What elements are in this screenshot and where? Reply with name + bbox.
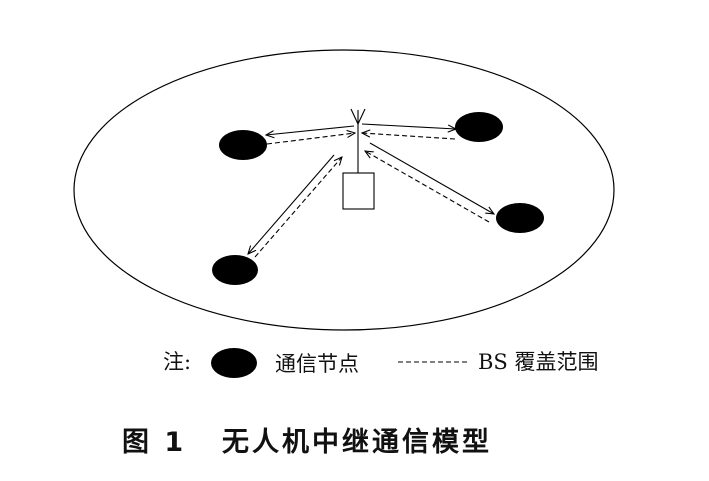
base-station-box [342,172,375,210]
base-station [342,108,375,210]
coverage-ellipse [73,49,615,331]
caption-title: 无人机中继通信模型 [222,426,492,458]
figure-caption: 图 1 无人机中继通信模型 [122,426,492,458]
node-bottom-right [496,203,544,233]
legend: 注: 通信节点 BS 覆盖范围 [163,348,599,378]
legend-range-label: BS 覆盖范围 [478,350,599,374]
link-top-left [266,125,355,145]
link-bottom-right [365,142,494,223]
antenna-icon [350,108,366,125]
link-bottom-left [248,154,342,258]
legend-node-label: 通信节点 [275,352,359,376]
node-top-left [219,130,267,160]
legend-node-marker [211,348,257,378]
node-bottom-left [212,255,258,285]
node-top-right [455,112,503,142]
link-top-right [362,123,456,140]
legend-prefix: 注: [163,350,191,374]
caption-number: 图 1 [122,427,186,458]
